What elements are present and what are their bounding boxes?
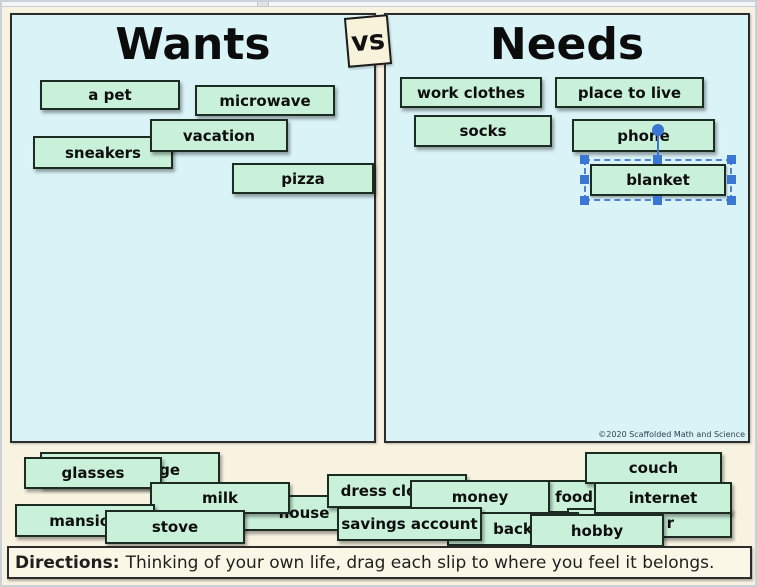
selection-handle-top-right[interactable] — [727, 155, 736, 164]
slip-socks[interactable]: socks — [414, 115, 552, 147]
slip-phone[interactable]: phone — [572, 119, 715, 152]
selection-handle-top-middle[interactable] — [653, 155, 662, 164]
slip-sneakers[interactable]: sneakers — [33, 136, 173, 169]
vs-badge: vs — [343, 14, 393, 68]
slip-place-to-live[interactable]: place to live — [555, 77, 704, 108]
directions-text: Thinking of your own life, drag each sli… — [125, 552, 715, 573]
copyright-text: ©2020 Scaffolded Math and Science — [598, 430, 745, 439]
selection-handle-bottom-middle[interactable] — [653, 196, 662, 205]
rotation-handle[interactable] — [652, 124, 664, 136]
slip-internet[interactable]: internet — [594, 482, 732, 514]
wants-panel[interactable]: Wants — [10, 13, 376, 443]
directions-bar: Directions: Thinking of your own life, d… — [7, 546, 752, 579]
slip-pizza[interactable]: pizza — [232, 163, 374, 194]
slip-savings-account[interactable]: savings account — [337, 507, 482, 541]
slip-a-pet[interactable]: a pet — [40, 80, 180, 110]
slip-vacation[interactable]: vacation — [150, 119, 288, 152]
selection-handle-bottom-left[interactable] — [580, 196, 589, 205]
selection-handle-middle-left[interactable] — [580, 175, 589, 184]
directions-label: Directions: — [15, 552, 120, 573]
slip-couch[interactable]: couch — [585, 452, 722, 484]
rotation-handle-stem — [657, 135, 659, 159]
needs-title: Needs — [489, 19, 645, 70]
vs-label: vs — [349, 24, 387, 58]
slip-work-clothes[interactable]: work clothes — [400, 77, 542, 108]
slip-stove[interactable]: stove — [105, 510, 245, 544]
slip-hobby[interactable]: hobby — [530, 514, 664, 547]
selection-handle-middle-right[interactable] — [727, 175, 736, 184]
slip-microwave[interactable]: microwave — [195, 85, 335, 116]
window-top-notch — [257, 2, 269, 7]
slip-glasses[interactable]: glasses — [24, 457, 162, 489]
selection-handle-top-left[interactable] — [580, 155, 589, 164]
wants-title: Wants — [115, 19, 271, 70]
slip-blanket-selected[interactable]: blanket — [590, 164, 726, 196]
selection-handle-bottom-right[interactable] — [727, 196, 736, 205]
window-top-edge — [2, 2, 755, 7]
selection-overlay[interactable]: blanket — [580, 124, 736, 205]
